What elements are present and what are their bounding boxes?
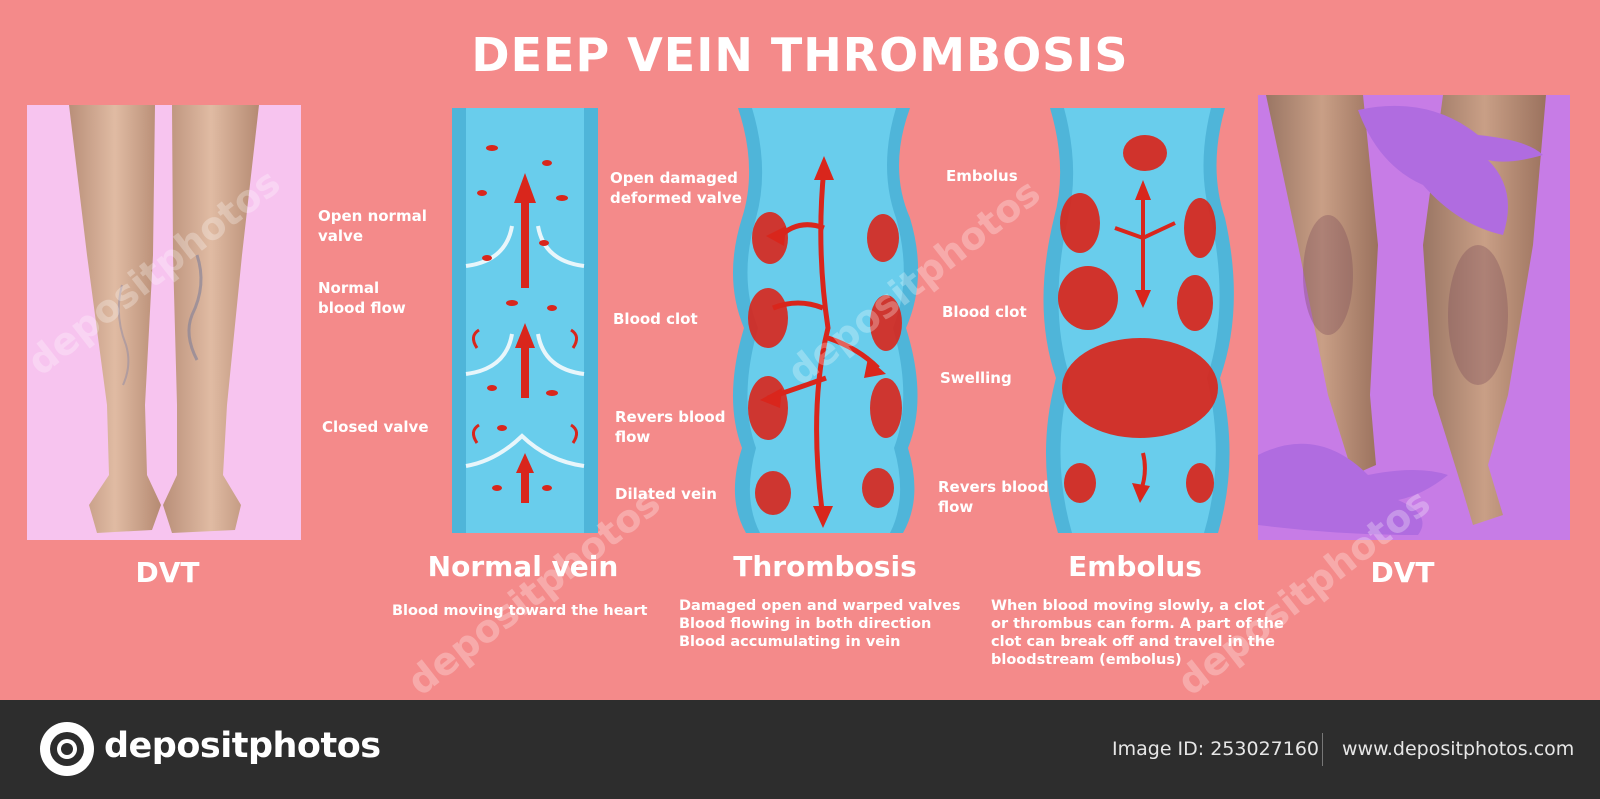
page-title: DEEP VEIN THROMBOSIS <box>471 28 1129 82</box>
footer-bar <box>0 700 1600 799</box>
normal-vein-caption: Blood moving toward the heart <box>392 603 648 619</box>
infographic: DEEP VEIN THROMBOSIS Open normal valve N… <box>0 0 1600 700</box>
label-blood-clot-2: Blood clot <box>942 303 1027 321</box>
thrombosis-title: Thrombosis <box>733 550 917 583</box>
right-legs-photo <box>1258 95 1570 540</box>
label-open-damaged-valve: Open damaged deformed valve <box>610 169 742 207</box>
legs-gloves-illustration <box>1258 95 1546 535</box>
embolus-vein-diagram <box>1043 108 1234 533</box>
label-open-normal-valve: Open normal valve <box>318 207 427 245</box>
embolus-caption: When blood moving slowly, a clot or thro… <box>991 598 1284 668</box>
left-photo-title: DVT <box>135 556 200 589</box>
label-revers-blood-flow: Revers blood flow <box>615 408 726 446</box>
normal-vein-title: Normal vein <box>427 550 619 583</box>
legs-illustration <box>69 105 259 533</box>
label-normal-blood-flow: Normal blood flow <box>318 279 406 317</box>
thrombosis-vein-diagram <box>732 108 919 533</box>
thrombosis-caption: Damaged open and warped valves Blood flo… <box>679 598 961 650</box>
normal-vein-diagram <box>452 108 598 533</box>
site-link[interactable]: www.depositphotos.com <box>1342 738 1575 760</box>
label-blood-clot: Blood clot <box>613 310 698 328</box>
right-photo-title: DVT <box>1370 556 1435 589</box>
camera-icon <box>40 722 94 776</box>
divider <box>1322 733 1323 766</box>
label-dilated-vein: Dilated vein <box>615 485 717 503</box>
label-revers-blood-flow-2: Revers blood flow <box>938 478 1049 516</box>
label-swelling: Swelling <box>940 369 1012 387</box>
left-legs-photo <box>27 105 301 540</box>
label-closed-valve: Closed valve <box>322 418 429 436</box>
embolus-title: Embolus <box>1068 550 1202 583</box>
image-id: Image ID: 253027160 <box>1112 738 1320 760</box>
label-embolus: Embolus <box>946 167 1018 185</box>
brand-logo-text[interactable]: depositphotos <box>104 726 381 766</box>
